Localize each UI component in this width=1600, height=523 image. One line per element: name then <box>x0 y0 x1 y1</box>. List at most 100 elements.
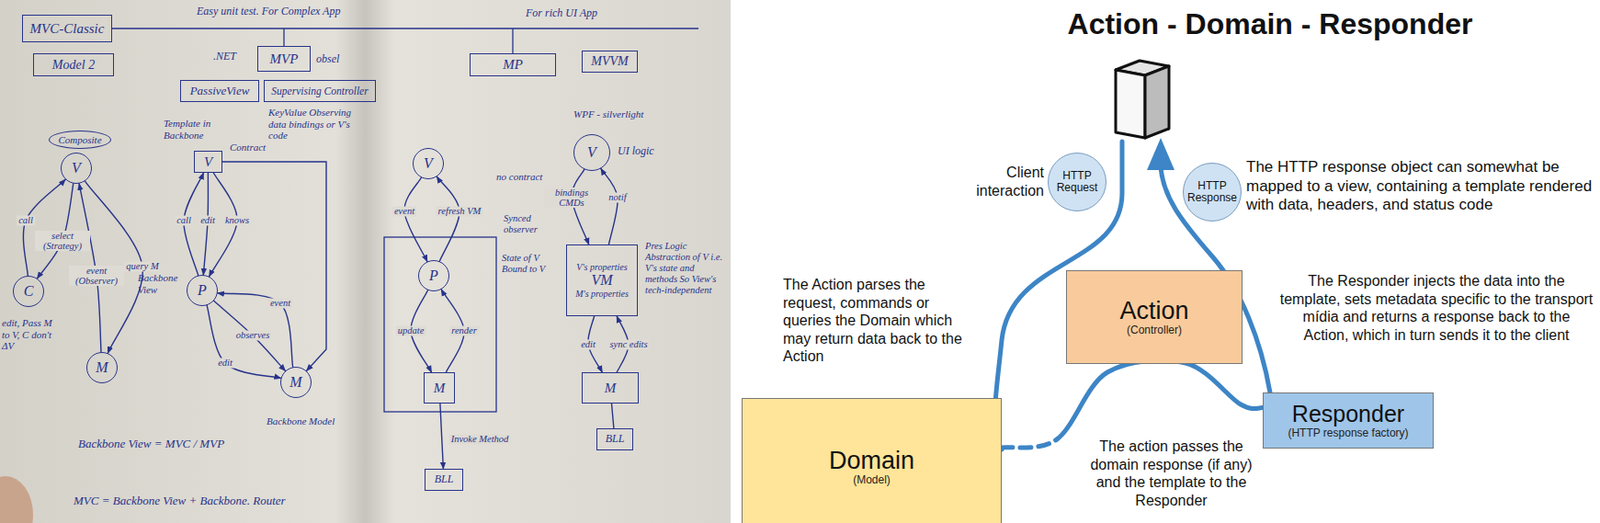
node-text: HTTP Response <box>1186 180 1238 205</box>
callout-text: The HTTP response object can somewhat be… <box>1246 158 1594 216</box>
finger <box>0 476 34 523</box>
note-text: WPF - silverlight <box>573 108 644 121</box>
edge-label: edit <box>215 357 235 368</box>
role-box: M <box>423 372 455 404</box>
node-text: Model 2 <box>52 57 95 72</box>
node-text: Domain <box>828 447 915 476</box>
edge-label: event <box>268 297 293 308</box>
edge-label: notif <box>606 192 628 203</box>
node-text: V <box>423 155 433 172</box>
response-arrowhead <box>1146 137 1175 171</box>
connector-line <box>601 168 618 245</box>
node-text: V <box>71 159 81 177</box>
edge-label: edit <box>578 339 598 350</box>
edge-label: update <box>396 325 427 336</box>
node-text: M <box>604 380 617 397</box>
connector-line <box>22 179 66 276</box>
callout-text: Client interaction <box>963 163 1044 200</box>
role-circle: C <box>12 275 45 307</box>
note-text: edit, Pass M to V, C don't ΔV <box>1 317 57 352</box>
node-text: MVP <box>270 51 299 68</box>
role-circle: V <box>60 152 92 184</box>
pattern-box: MVC-Classic <box>22 14 113 43</box>
connector-line <box>214 300 286 371</box>
note-text: State of V Bound to V <box>501 252 561 275</box>
server-icon <box>1115 60 1169 138</box>
connector <box>222 161 327 372</box>
edge-label: query M <box>124 260 160 272</box>
pattern-box: MVP <box>257 45 311 72</box>
note-text: Contract <box>229 141 266 154</box>
connector <box>601 168 618 245</box>
edge-label: event (Observer) <box>68 265 125 286</box>
node-text: P <box>429 267 439 284</box>
note-text: KeyValue Observing data bindings or V's … <box>268 106 366 142</box>
edge-label: sync edits <box>607 339 649 350</box>
edge-label: refresh VM <box>436 205 484 216</box>
node-text: MVVM <box>590 54 628 69</box>
edge-label: knows <box>223 215 251 226</box>
pattern-bracket <box>112 28 699 54</box>
bll-box: BLL <box>596 428 634 451</box>
connector-line <box>222 161 327 372</box>
viewmodel-box: V's propertiesVMM's properties <box>566 244 638 317</box>
node-text: Composite <box>57 134 102 146</box>
node-text: M's properties <box>575 288 629 299</box>
callout-text: The action passes the domain response (i… <box>1077 437 1266 510</box>
connector-line <box>217 293 294 368</box>
role-circle: P <box>186 274 218 307</box>
note-text: .NET <box>213 50 237 64</box>
node-text: (HTTP response factory) <box>1287 427 1408 440</box>
connector <box>404 177 428 261</box>
node-text: Supervising Controller <box>271 85 368 98</box>
node-text: BLL <box>434 473 454 486</box>
connector <box>22 179 66 276</box>
server-front <box>1115 69 1146 138</box>
connector <box>1001 360 1263 448</box>
role-box: M <box>581 372 639 404</box>
role-circle: V <box>412 147 444 180</box>
note-text: Backbone Model <box>266 415 335 428</box>
pattern-box: PassiveView <box>180 79 260 103</box>
role-circle: M <box>280 366 312 398</box>
pattern-box: Supervising Controller <box>263 79 376 103</box>
presenter-frame <box>384 237 497 412</box>
node-text: V <box>587 144 597 161</box>
callout-text: The Responder injects the data into the … <box>1279 272 1594 344</box>
connector-line <box>404 177 428 261</box>
connector-line <box>436 176 460 261</box>
note-text: UI logic <box>617 145 655 159</box>
action-box: Action(Controller) <box>1066 270 1243 364</box>
node-text: MVC-Classic <box>30 21 105 37</box>
node-text: HTTP Request <box>1051 170 1103 194</box>
pattern-box: MP <box>469 53 557 77</box>
note-text: Synced observer <box>503 213 557 236</box>
pattern-box: Model 2 <box>33 53 114 77</box>
node-text: M <box>95 359 108 376</box>
note-text: Easy unit test. For Complex App <box>196 5 341 19</box>
connector-line <box>612 403 614 429</box>
connector-line <box>440 403 444 469</box>
callout-text: The Action parses the request, commands … <box>782 275 981 366</box>
note-text: Backbone View = MVC / MVP <box>78 437 225 452</box>
edge-label: call <box>16 215 35 226</box>
edge-label: render <box>449 325 479 336</box>
role-circle: M <box>86 351 118 384</box>
node-text: PassiveView <box>190 84 250 98</box>
node-text: P <box>197 282 207 299</box>
connector-line <box>1001 439 1057 448</box>
node-text: (Controller) <box>1126 324 1182 337</box>
role-box: V <box>193 150 223 173</box>
edge-label: observes <box>234 329 273 341</box>
note-text: Pres Logic Abstraction of V i.e. V's sta… <box>645 240 728 296</box>
connector <box>436 176 460 261</box>
note-text: Template in Backbone <box>163 117 227 141</box>
connector <box>214 300 286 371</box>
edge-label: Invoke Method <box>449 433 511 444</box>
note-text: obsel <box>316 53 340 67</box>
note-text: For rich UI App <box>525 7 598 21</box>
connector-line <box>206 305 282 378</box>
bll-box: BLL <box>424 468 464 491</box>
diagram-title: Action - Domain - Responder <box>948 7 1592 42</box>
http-circle: HTTP Response <box>1182 162 1242 222</box>
